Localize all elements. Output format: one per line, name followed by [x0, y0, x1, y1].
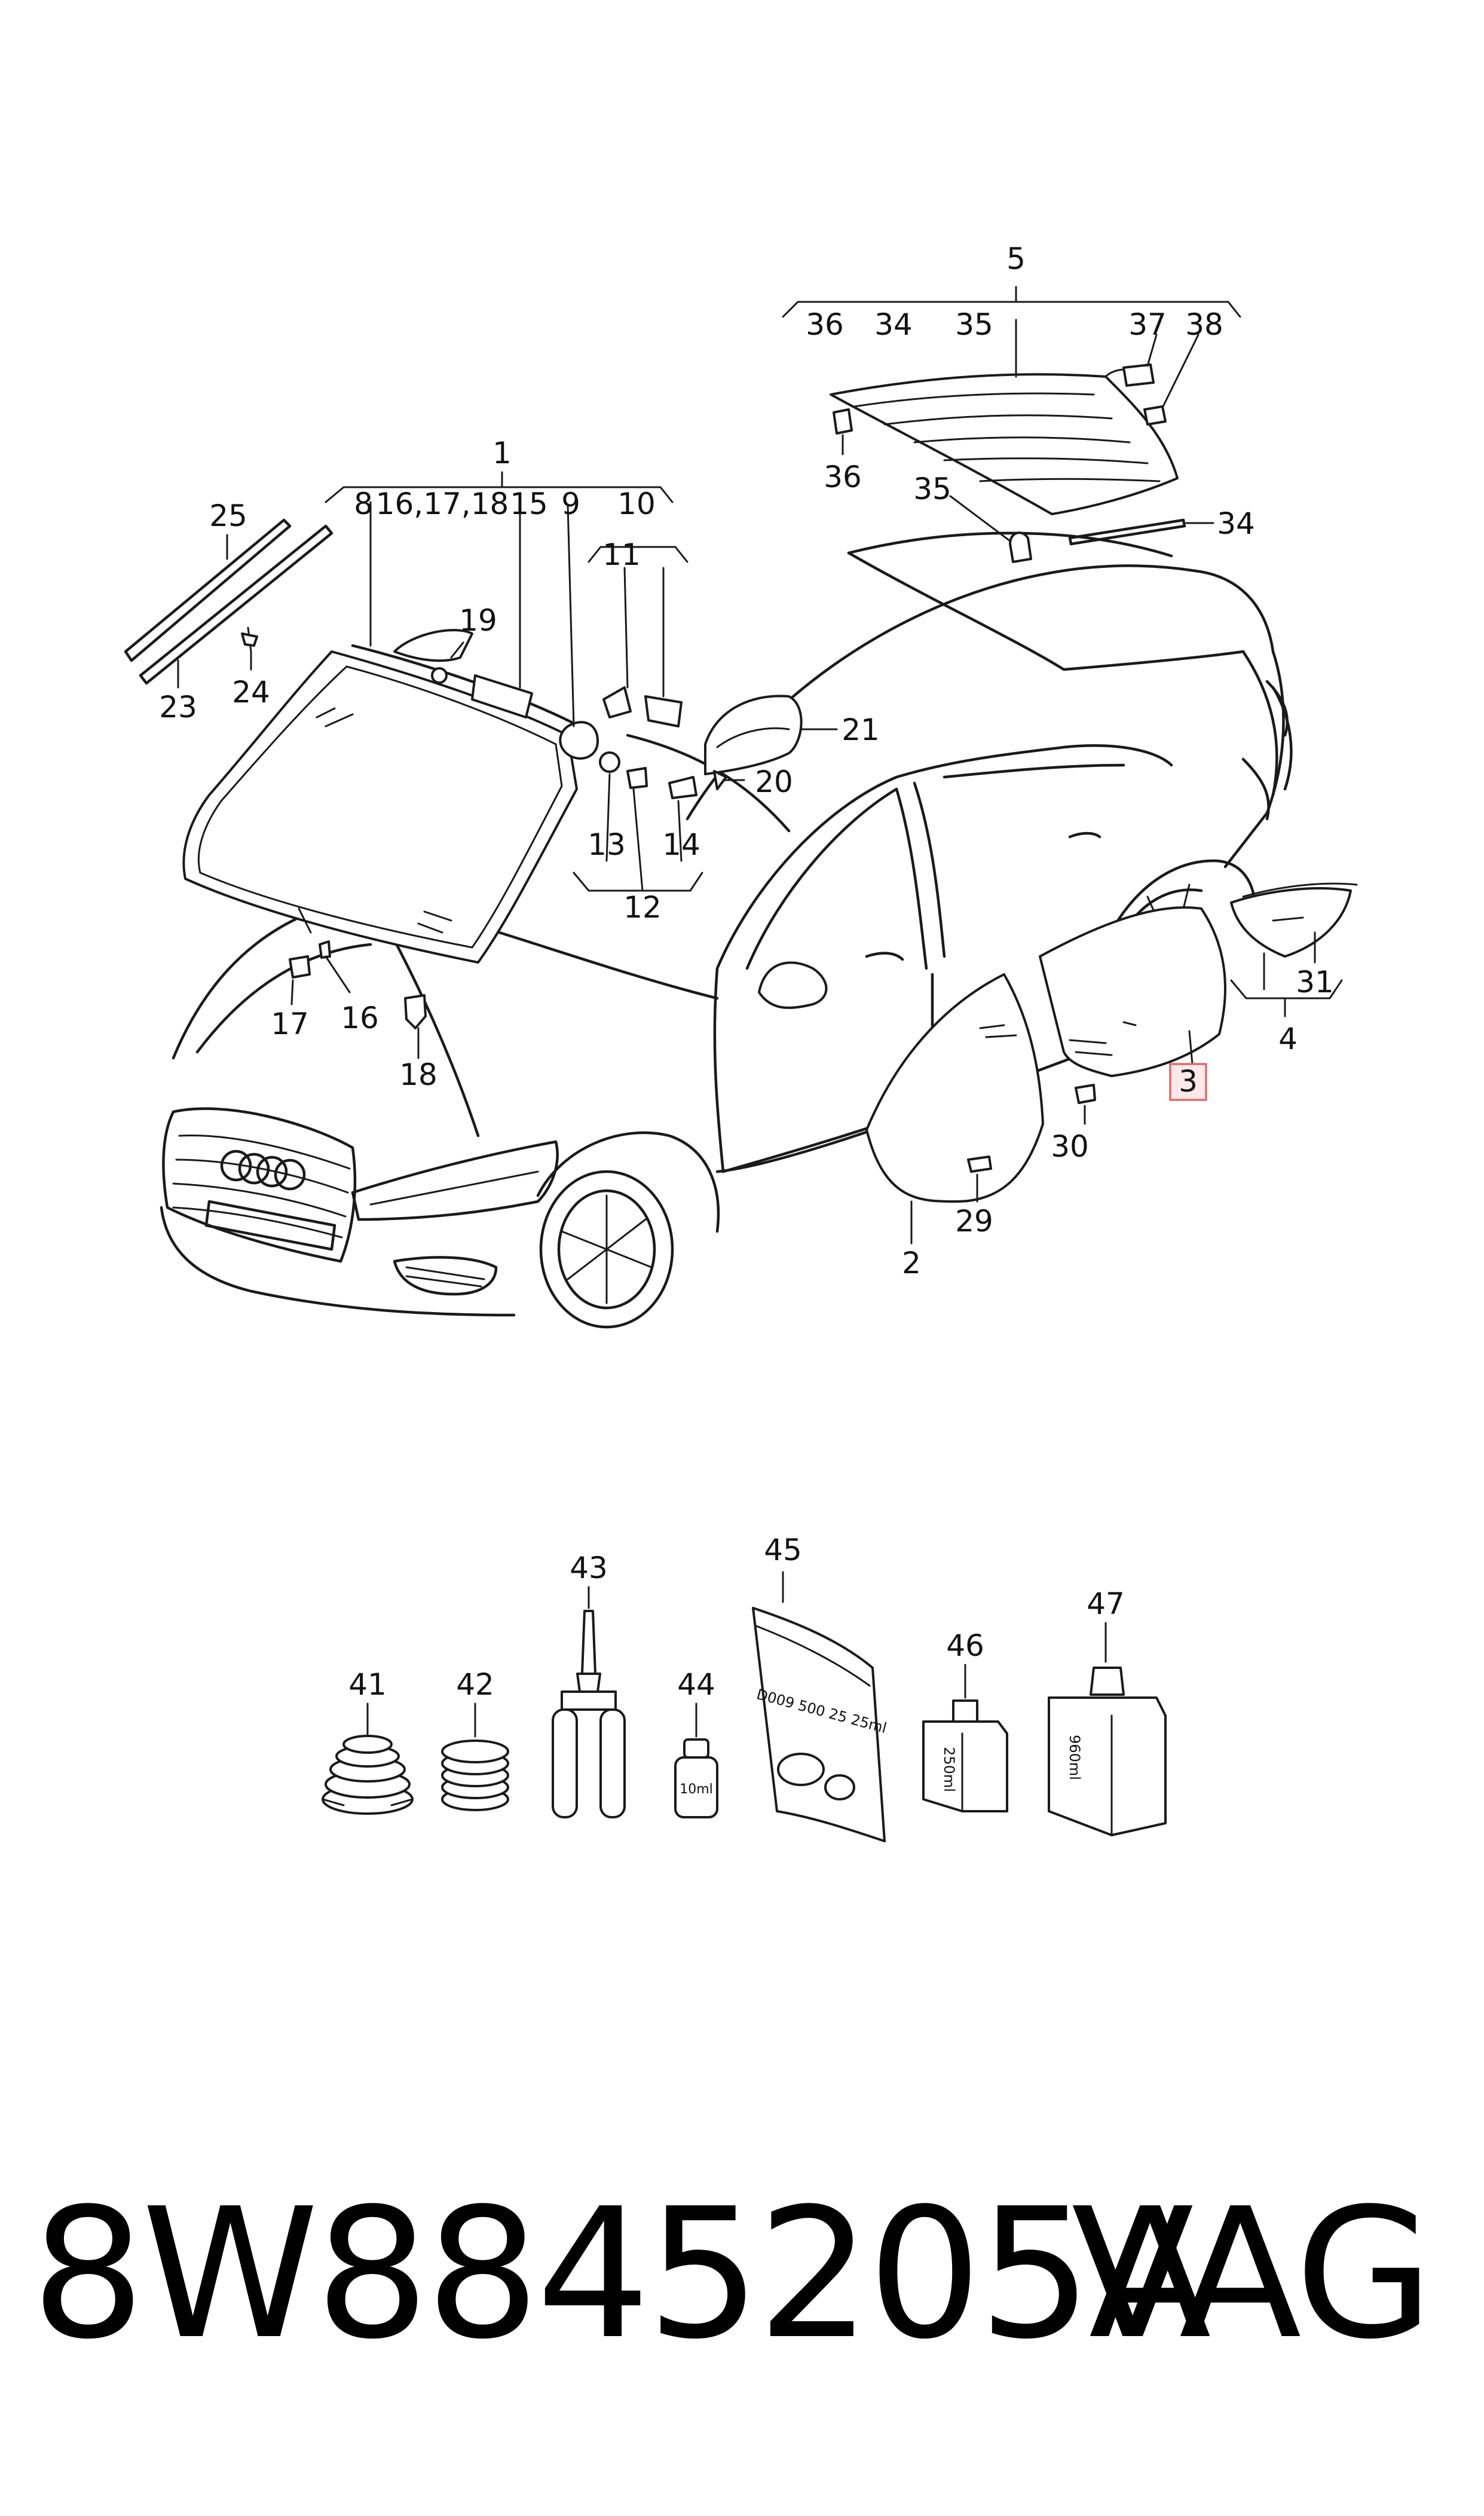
highlight-box-3: [1169, 1063, 1207, 1101]
callout-20: 20: [755, 765, 793, 799]
roof-moulding-23-25: [124, 518, 333, 685]
seal-coil-42: [441, 1740, 509, 1811]
callout-23: 23: [159, 690, 197, 724]
callout-12: 12: [623, 890, 662, 925]
callout-3: 3: [1179, 1064, 1198, 1099]
callout-25: 25: [209, 499, 247, 533]
callout-16: 16: [341, 1001, 379, 1035]
rear-door-glass-3: [1039, 882, 1358, 1104]
callout-35-top: 35: [955, 307, 993, 342]
callout-21: 21: [842, 713, 880, 747]
callout-36: 36: [824, 460, 862, 494]
front-door-glass-2: [865, 973, 1044, 1203]
cleaner-bottle-46: 250ml: [922, 1699, 1008, 1812]
sensor-clips-group: [289, 629, 803, 1029]
callout-16-17-18: 16,17,18: [376, 487, 509, 521]
callout-41: 41: [348, 1667, 387, 1702]
adhesive-pouch-45: D009 500 25 25ml: [752, 1607, 889, 1842]
part-number-label: 8W8845205A: [31, 2170, 1211, 2379]
callout-14: 14: [662, 827, 700, 862]
consumables-row: 10ml D009 500 25 25ml 250ml: [322, 1607, 1167, 1842]
callout-1: 1: [492, 436, 512, 470]
callout-17: 17: [271, 1007, 309, 1041]
callout-44: 44: [677, 1667, 715, 1702]
callout-29: 29: [955, 1204, 993, 1239]
bottle-46-label: 250ml: [941, 1747, 957, 1792]
callout-34-top: 34: [874, 307, 913, 342]
primer-tube-44: 10ml: [674, 1738, 718, 1818]
callout-numbers: 1 8 16,17,18 15 9 10 11 19 21 20 13 14 1…: [159, 241, 1334, 1702]
callout-8: 8: [354, 487, 373, 521]
can-47-label: 960ml: [1066, 1735, 1083, 1780]
seal-cord-41: [322, 1735, 414, 1815]
callout-5: 5: [1006, 241, 1026, 276]
callout-47: 47: [1087, 1586, 1125, 1621]
callout-30: 30: [1051, 1129, 1089, 1164]
callout-18: 18: [399, 1057, 437, 1092]
callout-9: 9: [561, 487, 580, 521]
tube-44-label: 10ml: [680, 1782, 713, 1797]
adhesive-cartridge-43: [552, 1610, 626, 1818]
leader-lines: [177, 286, 1343, 1738]
brand-label: VAG: [1071, 2170, 1434, 2379]
callout-13: 13: [588, 827, 626, 862]
callout-4: 4: [1278, 1022, 1298, 1056]
callout-31: 31: [1296, 965, 1334, 999]
cleaner-can-47: 960ml: [1048, 1667, 1167, 1836]
callout-45: 45: [764, 1533, 802, 1567]
callout-43: 43: [570, 1551, 608, 1585]
callout-42: 42: [456, 1667, 494, 1702]
callout-2: 2: [902, 1246, 921, 1280]
callout-10: 10: [617, 487, 656, 521]
callout-15: 15: [510, 487, 548, 521]
callout-19: 19: [459, 603, 497, 638]
callout-34: 34: [1217, 506, 1255, 541]
callout-11: 11: [602, 537, 641, 572]
callout-35: 35: [913, 472, 951, 506]
rear-window-group: [830, 363, 1186, 563]
callout-24: 24: [232, 675, 270, 710]
callout-38: 38: [1185, 307, 1223, 342]
callout-37: 37: [1128, 307, 1167, 342]
callout-36-top: 36: [806, 307, 844, 342]
callout-46: 46: [946, 1628, 984, 1663]
